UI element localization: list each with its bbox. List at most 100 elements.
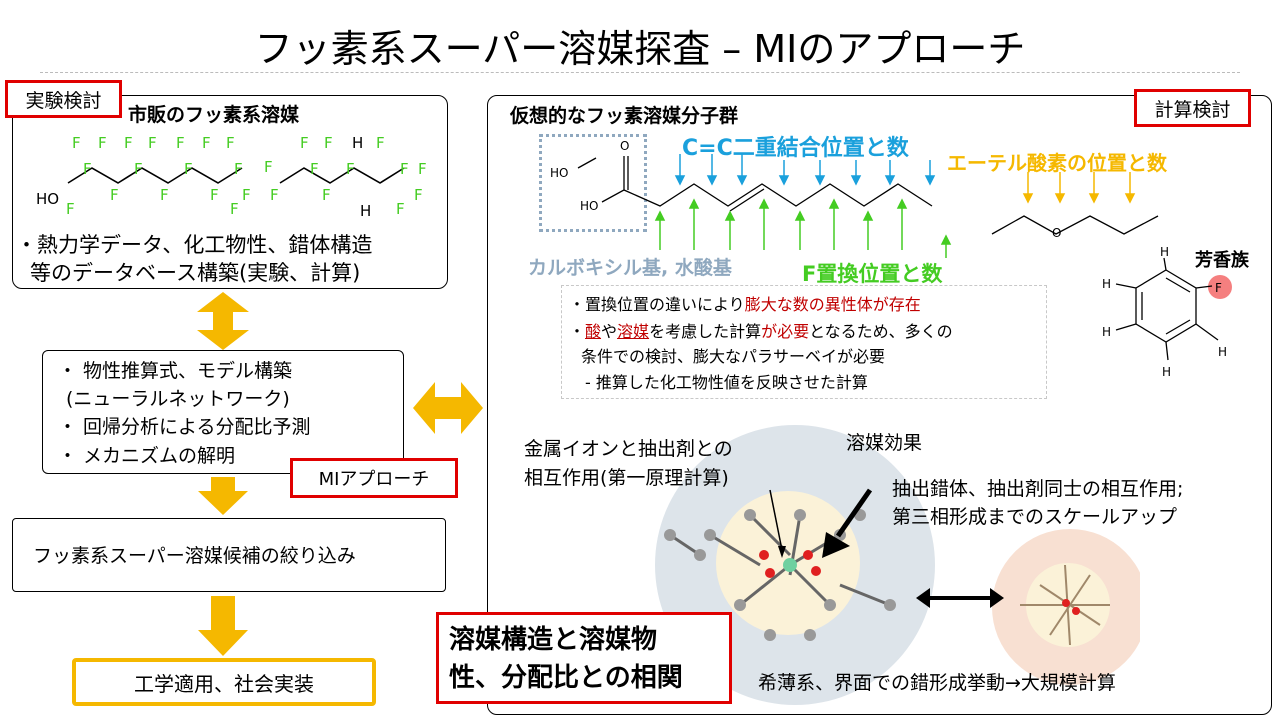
arrow-down-1 [198,477,248,515]
f-atom-label: F [396,200,405,218]
note2-dot: ・ [569,322,586,341]
metal-ion-label-1: 金属イオンと抽出剤との [524,438,733,460]
h-atom-label: H [1102,277,1111,291]
f-atom-label: F [176,134,185,152]
aromatic-label: 芳香族 [1195,250,1249,271]
model-line4: ・ メカニズムの解明 [58,445,236,467]
note2-text1: や [601,322,618,341]
solvent-effect-label: 溶媒効果 [846,432,923,454]
note2-acid: 酸 [585,322,602,341]
note2-text2: を考慮した計算 [649,322,762,341]
f-atom-label: F [414,186,423,204]
note-line1: ・置換位置の違いにより膨大な数の異性体が存在 [569,291,921,315]
f-atom-label: F [148,134,157,152]
mol-o-label: O [620,139,629,153]
f-atom-label: F [66,200,75,218]
h-atom-label: H [352,134,363,152]
correlation-line1: 溶媒構造と溶媒物 [449,625,658,655]
mi-approach-tag: MIアプローチ [290,458,458,498]
aromatic-ring: H H H H H F [1102,245,1232,379]
f-atom-label: F [346,160,355,178]
mi-approach-label: MIアプローチ [318,469,430,490]
f-atom-label: F [418,160,427,178]
carboxyl-highlight [539,134,647,232]
h-atom-label: H [1102,325,1111,339]
f-atom-label: F [264,158,273,176]
pointer-arrows [769,488,1004,608]
f-atom-label: F [134,160,143,178]
mol-ho-label: HO [580,199,598,213]
database-line2: 等のデータベース構築(実験、計算) [30,261,361,285]
arrow-down-2 [198,596,248,656]
fluorinated-molecules: F F F F F F F F F F F F F F F F F F F F … [36,134,427,220]
ho-label: HO [36,190,59,208]
virtual-molecules-heading: 仮想的なフッ素溶媒分子群 [510,105,739,127]
note1-text: ・置換位置の違いにより [569,295,745,314]
note-line2: ・酸や溶媒を考慮した計算が必要となるため、多くの [569,318,953,342]
cc-label: C=C二重結合位置と数 [682,136,909,161]
experiment-tag: 実験検討 [5,80,122,118]
candidate-box [12,518,446,592]
model-box [42,350,404,474]
f-atom-label: F [400,160,409,178]
ether-label: エーテル酸素の位置と数 [947,151,1167,175]
f-atom-label: F [72,134,81,152]
f-atom-label: F [98,134,107,152]
virtual-molecule-drawings: HO HO O O [550,139,1159,258]
mol-ho-label: HO [550,166,568,180]
metal-ion-label-2: 相互作用(第一原理計算) [524,467,729,489]
f-substitution-label: F置換位置と数 [802,262,943,286]
f-atom-label: F [242,186,251,204]
extract-label-1: 抽出錯体、抽出剤同士の相互作用; [892,478,1184,500]
dilute-system-label: 希薄系、界面での錯形成挙動→大規模計算 [758,672,1116,694]
database-line1: ・熱力学データ、化工物性、錯体構造 [16,233,373,257]
f-atom-label: F [83,160,92,178]
f-atom-label: F [226,134,235,152]
title-separator [40,72,1240,73]
f-atom-label: F [322,186,331,204]
f-atom-label: F [230,200,239,218]
notes-box [561,285,1047,399]
f-atom-label: F [1215,281,1222,295]
note1-highlight: 膨大な数の異性体が存在 [744,295,921,314]
h-atom-label: H [1160,245,1169,259]
f-atom-label: F [234,160,243,178]
application-label: 工学適用、社会実装 [134,671,314,696]
h-atom-label: H [1162,365,1171,379]
f-atom-label: F [270,186,279,204]
commercial-solvent-box [12,95,448,289]
experiment-tag-label: 実験検討 [25,89,102,112]
model-line2: (ニューラルネットワーク) [66,388,290,410]
calculation-tag: 計算検討 [1134,89,1251,127]
f-atom-label: F [310,160,319,178]
f-atom-label: F [300,134,309,152]
note-line4: - 推算した化工物性値を反映させた計算 [585,373,868,392]
note2-required: が必要 [761,322,810,341]
note2-text3: となるため、多くの [809,322,953,341]
f-atom-label: F [184,160,193,178]
f-atom-label: F [110,186,119,204]
commercial-solvent-heading: 市販のフッ素系溶媒 [128,104,300,126]
f-atom-label: F [124,134,133,152]
extract-label-2: 第三相形成までのスケールアップ [892,506,1178,528]
application-box: 工学適用、社会実装 [72,658,376,706]
h-atom-label: H [1218,345,1227,359]
candidate-label: フッ素系スーパー溶媒候補の絞り込み [33,545,356,567]
double-arrow-horizontal [413,382,483,434]
model-line1: ・ 物性推算式、モデル構築 [58,360,293,382]
h-atom-label: H [360,202,371,220]
f-atom-label: F [160,186,169,204]
calculation-tag-label: 計算検討 [1154,98,1231,121]
carboxyl-label: カルボキシル基, 水酸基 [528,257,732,279]
mol-o-label: O [1052,226,1061,240]
f-atom-label: F [324,134,333,152]
f-atom-label: F [202,134,211,152]
correlation-tag: 溶媒構造と溶媒物 性、分配比との相関 [436,612,732,704]
page-title: フッ素系スーパー溶媒探査 – MIのアプローチ [254,27,1026,71]
model-line3: ・ 回帰分析による分配比予測 [58,416,311,438]
f-atom-label: F [210,186,219,204]
double-arrow-vertical [197,292,249,350]
f-atom-label: F [376,134,385,152]
note2-solvent: 溶媒 [617,322,650,341]
note-line3: 条件での検討、膨大なパラサーベイが必要 [581,347,886,366]
